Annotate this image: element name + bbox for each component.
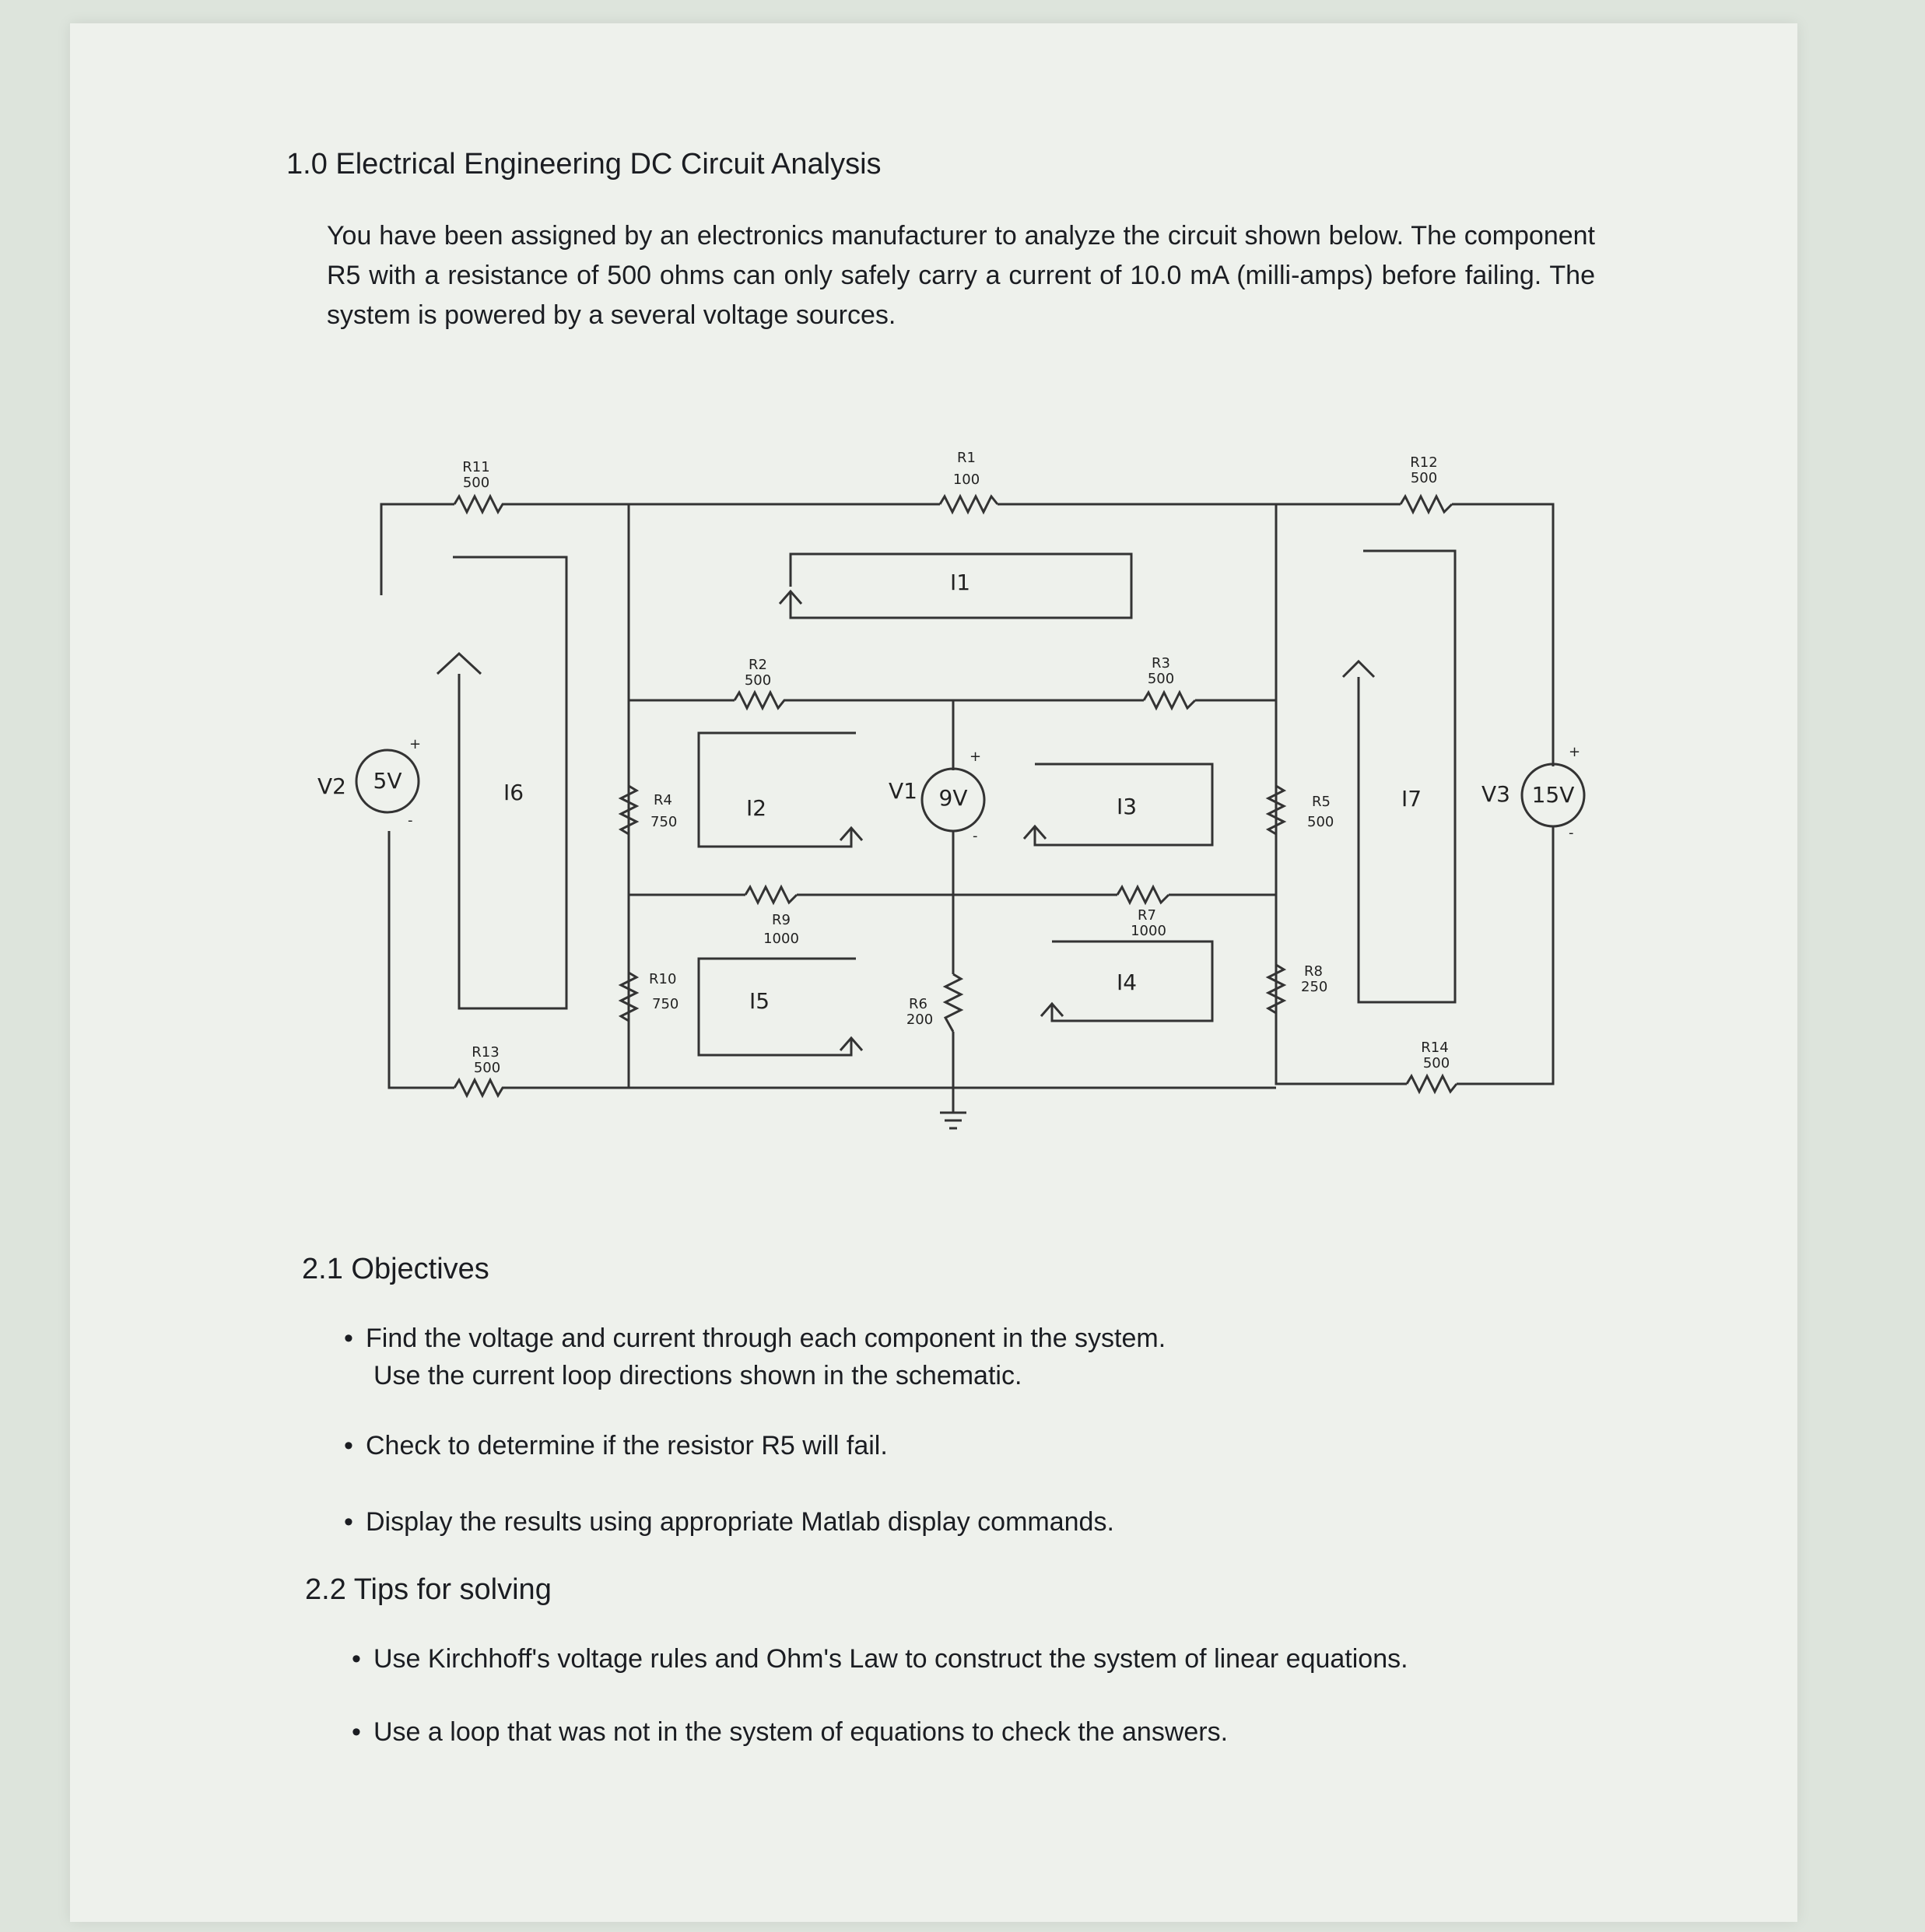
v2-source-circle [355, 749, 420, 814]
v1-minus-sign: - [973, 828, 978, 844]
v2-minus-sign: - [408, 812, 413, 829]
r14-zigzag [1405, 1073, 1458, 1095]
r14-value-label: 500 [1423, 1055, 1450, 1071]
v3-minus-sign: - [1569, 825, 1574, 841]
loop-i5-arrow-icon [839, 1036, 864, 1051]
r7-name-label: R7 [1138, 907, 1156, 924]
r3-value-label: 500 [1148, 671, 1174, 687]
r8-name-label: R8 [1304, 963, 1323, 980]
list-item: Use Kirchhoff's voltage rules and Ohm's … [352, 1640, 1408, 1678]
r9-name-label: R9 [772, 912, 791, 928]
r13-zigzag [453, 1077, 507, 1099]
v1-plus-sign: + [970, 749, 981, 765]
r6-value-label: 200 [906, 1012, 933, 1028]
loop-i6-label: I6 [503, 780, 524, 805]
r8-value-label: 250 [1301, 979, 1327, 995]
loop-i1-label: I1 [950, 570, 970, 595]
v1-value-label: 9V [939, 785, 968, 811]
r12-zigzag [1399, 493, 1453, 515]
objectives-list: Find the voltage and current through eac… [344, 1320, 1166, 1541]
v3-value-label: 15V [1532, 782, 1575, 808]
r11-value-label: 500 [463, 475, 489, 491]
r4-name-label: R4 [654, 792, 672, 808]
circuit-wires [380, 503, 1555, 1113]
intro-paragraph: You have been assigned by an electronics… [327, 221, 1595, 330]
loop-i4-arrow-icon [1040, 1001, 1064, 1017]
loop-i2-path [697, 731, 856, 848]
v1-source-circle [920, 767, 986, 833]
list-item-text-continued: Use the current loop directions shown in… [373, 1361, 1022, 1390]
v2-value-label: 5V [373, 768, 402, 794]
r6-zigzag [942, 973, 964, 1033]
v3-name-label: V3 [1481, 781, 1510, 807]
list-item-text: Display the results using appropriate Ma… [366, 1507, 1114, 1537]
objectives-heading: 2.1 Objectives [302, 1253, 489, 1285]
r4-value-label: 750 [650, 814, 677, 830]
loop-i2-arrow-icon [839, 826, 864, 841]
r7-value-label: 1000 [1131, 923, 1166, 939]
loop-i3-label: I3 [1117, 794, 1137, 819]
r1-zigzag [938, 493, 999, 515]
r10-zigzag [618, 971, 640, 1022]
r3-name-label: R3 [1152, 655, 1170, 671]
loop-i2-label: I2 [746, 795, 766, 821]
r3-zigzag [1142, 689, 1197, 711]
r6-name-label: R6 [909, 996, 927, 1012]
r13-value-label: 500 [474, 1060, 500, 1076]
r7-zigzag [1116, 884, 1170, 906]
v2-name-label: V2 [317, 773, 346, 799]
list-item: Find the voltage and current through eac… [344, 1320, 1166, 1394]
document-title: 1.0 Electrical Engineering DC Circuit An… [286, 148, 882, 181]
loop-i6-path [453, 556, 568, 1010]
loop-i5-path [697, 957, 856, 1057]
r4-zigzag [618, 784, 640, 836]
loop-i6-arrow-icon [436, 651, 482, 675]
loop-i3-arrow-icon [1022, 824, 1047, 840]
r1-name-label: R1 [957, 450, 976, 466]
r11-name-label: R11 [462, 459, 489, 475]
list-item-text: Check to determine if the resistor R5 wi… [366, 1431, 888, 1460]
tips-list: Use Kirchhoff's voltage rules and Ohm's … [352, 1640, 1408, 1751]
r1-value-label: 100 [953, 472, 980, 488]
loop-i4-path [1050, 940, 1214, 1022]
list-item: Use a loop that was not in the system of… [352, 1713, 1408, 1751]
v2-plus-sign: + [409, 736, 421, 752]
document-page [70, 23, 1797, 1922]
loop-i7-arrow-icon [1341, 659, 1376, 678]
r14-name-label: R14 [1421, 1040, 1448, 1056]
r11-zigzag [453, 493, 507, 515]
r9-value-label: 1000 [763, 931, 799, 947]
r5-zigzag [1265, 784, 1287, 836]
r13-name-label: R13 [472, 1044, 499, 1061]
list-item-text: Find the voltage and current through eac… [366, 1324, 1166, 1353]
list-item: Check to determine if the resistor R5 wi… [344, 1427, 1166, 1464]
v3-source-circle [1520, 763, 1586, 828]
r2-zigzag [733, 689, 789, 711]
r8-zigzag [1265, 963, 1287, 1015]
loop-i7-path [1357, 549, 1457, 1004]
ground-symbol [940, 1111, 966, 1130]
v1-name-label: V1 [889, 778, 917, 804]
r10-name-label: R10 [649, 971, 676, 987]
r5-name-label: R5 [1312, 794, 1331, 810]
r5-value-label: 500 [1307, 814, 1334, 830]
list-item: Display the results using appropriate Ma… [344, 1503, 1166, 1541]
r12-name-label: R12 [1410, 454, 1437, 471]
loop-i3-path [1033, 763, 1214, 847]
r2-name-label: R2 [749, 657, 767, 673]
loop-i1-path [789, 552, 1133, 619]
r2-value-label: 500 [745, 672, 771, 689]
tips-heading: 2.2 Tips for solving [305, 1573, 552, 1606]
loop-i4-label: I4 [1117, 970, 1137, 995]
r12-value-label: 500 [1411, 470, 1437, 486]
r9-zigzag [744, 884, 798, 906]
r10-value-label: 750 [652, 996, 678, 1012]
loop-i1-arrow-icon [778, 589, 803, 605]
loop-i5-label: I5 [749, 988, 770, 1014]
loop-i7-label: I7 [1401, 786, 1422, 812]
v3-plus-sign: + [1569, 744, 1580, 760]
